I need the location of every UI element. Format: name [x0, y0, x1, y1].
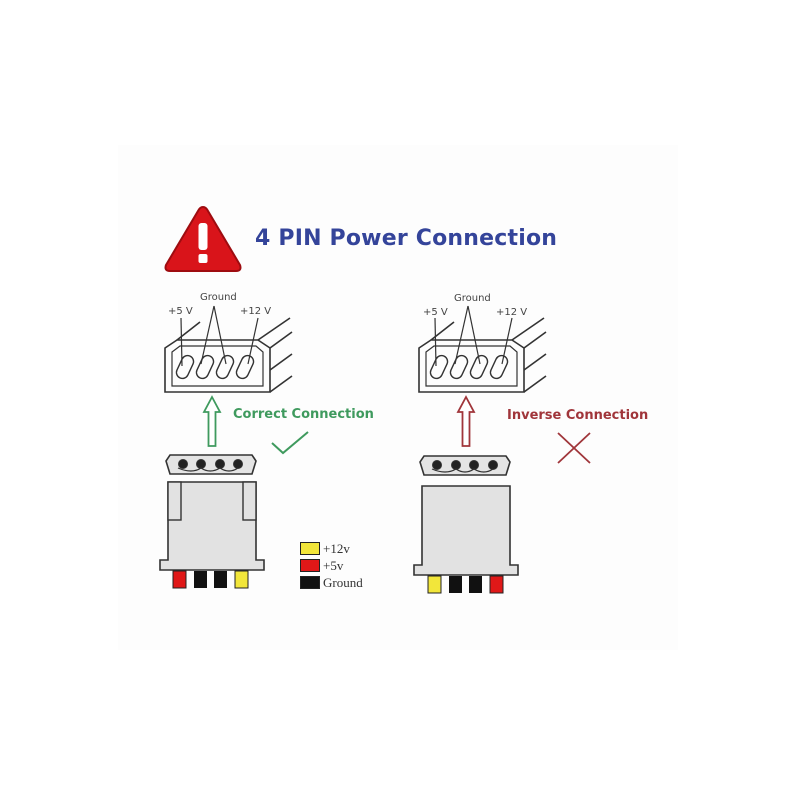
- legend-item-12v: +12v: [300, 540, 363, 557]
- legend-item-ground: Ground: [300, 574, 363, 591]
- page-title: 4 PIN Power Connection: [255, 226, 558, 251]
- legend-item-5v: +5v: [300, 557, 363, 574]
- red-swatch: [300, 559, 320, 572]
- black-swatch: [300, 576, 320, 589]
- left-plug: [159, 454, 265, 589]
- correct-connection-label: Correct Connection: [233, 407, 374, 422]
- wire-black: [214, 571, 227, 588]
- wire-black: [449, 576, 462, 593]
- wire-yellow: [234, 570, 249, 589]
- right-header: [418, 305, 547, 393]
- wire-yellow: [427, 575, 442, 594]
- wire-black: [469, 576, 482, 593]
- label-12v-left: +12 V: [240, 306, 272, 317]
- checkmark-icon: [271, 431, 309, 455]
- label-12v-right: +12 V: [496, 307, 528, 318]
- inverse-arrow-icon: [456, 395, 476, 447]
- inverse-connection-label: Inverse Connection: [507, 408, 649, 423]
- wire-red: [172, 570, 187, 589]
- label-ground-left: Ground: [200, 292, 237, 303]
- yellow-swatch: [300, 542, 320, 555]
- cross-icon: [557, 432, 591, 464]
- wire-legend: +12v +5v Ground: [300, 540, 363, 591]
- warning-triangle-icon: [164, 205, 242, 272]
- correct-arrow-icon: [202, 395, 222, 447]
- right-plug: [413, 455, 519, 594]
- wire-black: [194, 571, 207, 588]
- left-header: [164, 305, 293, 393]
- label-ground-right: Ground: [454, 293, 491, 304]
- label-5v-right: +5 V: [423, 307, 448, 318]
- label-5v-left: +5 V: [168, 306, 193, 317]
- wire-red: [489, 575, 504, 594]
